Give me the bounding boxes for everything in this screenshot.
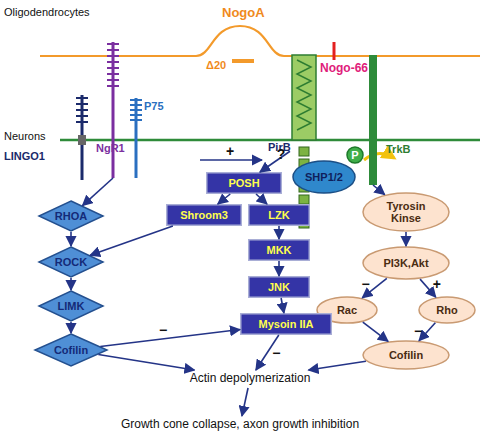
process-box: JNK	[248, 276, 310, 298]
process-box: Mysoin IIA	[240, 313, 332, 335]
node-text: Rac	[337, 304, 357, 316]
node-text: ROCK	[55, 256, 87, 268]
node-text: P	[351, 149, 358, 161]
signal-arrow	[256, 194, 267, 204]
signal-arrow	[405, 232, 407, 246]
process-box: Shroom3	[166, 204, 242, 226]
sign-label: +	[433, 277, 441, 291]
receptor: NgR1	[104, 42, 122, 178]
sign-label: −	[361, 277, 369, 291]
node-text: Cofilin	[54, 344, 88, 356]
signal-arrow	[90, 226, 173, 255]
node-text: RHOA	[55, 210, 87, 222]
process-diamond: ROCK	[38, 246, 104, 278]
cell-label: Oligodendrocytes	[4, 6, 90, 18]
signal-arrow	[373, 185, 385, 195]
sign-label: +	[226, 144, 234, 159]
delta20-segment	[232, 59, 254, 63]
outcome-text: Growth cone collapse, axon growth inhibi…	[100, 416, 380, 434]
domain-label: Δ20	[206, 59, 226, 71]
process-ellipse: PI3K,Akt	[362, 246, 450, 280]
node-text: LIMK	[58, 300, 85, 312]
sign-label: −	[272, 346, 280, 360]
process-diamond: RHOA	[38, 200, 104, 232]
oligodendrocyte-membrane	[40, 26, 480, 56]
signal-arrow	[98, 354, 194, 370]
process-box: POSH	[206, 172, 282, 194]
node-text: Tyrosin Kinse	[372, 200, 440, 224]
node-text: TrkB	[386, 143, 410, 155]
node-text: JNK	[268, 281, 290, 293]
receptor: TrkB	[366, 55, 380, 185]
signal-arrow	[100, 330, 240, 347]
signal-arrow	[242, 388, 248, 416]
signal-arrow	[70, 232, 72, 246]
node-text: Cofilin	[389, 349, 423, 361]
receptor: LINGO1	[72, 95, 92, 180]
signal-arrow	[309, 361, 366, 370]
process-box: MKK	[248, 239, 310, 261]
protein-label: NogoA	[222, 6, 265, 20]
phosphatase-ellipse: SHP1/2	[292, 160, 356, 194]
signal-arrow	[260, 151, 290, 172]
node-outline	[366, 55, 380, 185]
sign-label: −	[159, 323, 167, 337]
process-ellipse: Tyrosin Kinse	[362, 192, 450, 232]
node-text: Mysoin IIA	[258, 318, 313, 330]
node-outline	[128, 98, 144, 178]
phospho-circle: P	[346, 146, 364, 164]
node-text: SHP1/2	[305, 171, 343, 183]
signal-arrow	[83, 178, 113, 206]
process-box: LZK	[248, 204, 310, 226]
domain-label: Nogo-66	[320, 62, 368, 75]
cell-label: Neurons	[4, 130, 46, 142]
node-text: LZK	[268, 209, 289, 221]
signal-arrow	[281, 298, 284, 313]
nogo66-segment	[333, 42, 336, 60]
signal-arrow	[363, 322, 388, 341]
node-outline	[104, 42, 122, 178]
sign-label: −	[414, 324, 422, 338]
node-text: PI3K,Akt	[383, 257, 428, 269]
signal-arrow	[278, 226, 280, 239]
signal-arrow	[278, 261, 280, 276]
process-diamond: LIMK	[38, 290, 104, 322]
receptor: P75	[128, 98, 144, 178]
node-outline	[290, 55, 318, 230]
neuron-membrane	[60, 139, 480, 142]
process-ellipse: Cofilin	[362, 340, 450, 370]
signal-arrow	[218, 194, 231, 204]
process-ellipse: Rho	[418, 296, 476, 324]
node-text: MKK	[266, 244, 291, 256]
sign-label: ?	[277, 147, 286, 161]
plus-arrow	[200, 159, 262, 161]
node-text: P75	[144, 100, 164, 112]
receptor: PirB	[290, 55, 318, 230]
process-diamond: Cofilin	[34, 333, 108, 367]
node-text: POSH	[228, 177, 259, 189]
signal-arrow	[70, 322, 72, 333]
node-text: Shroom3	[180, 209, 228, 221]
node-text: NgR1	[96, 142, 125, 154]
signal-arrow	[70, 278, 72, 290]
node-text: Actin depolymerization	[190, 372, 311, 385]
node-outline	[72, 95, 92, 180]
node-text: Growth cone collapse, axon growth inhibi…	[121, 418, 359, 431]
node-text: LINGO1	[4, 150, 45, 162]
node-text: Rho	[436, 304, 457, 316]
outcome-text: Actin depolymerization	[175, 370, 325, 388]
